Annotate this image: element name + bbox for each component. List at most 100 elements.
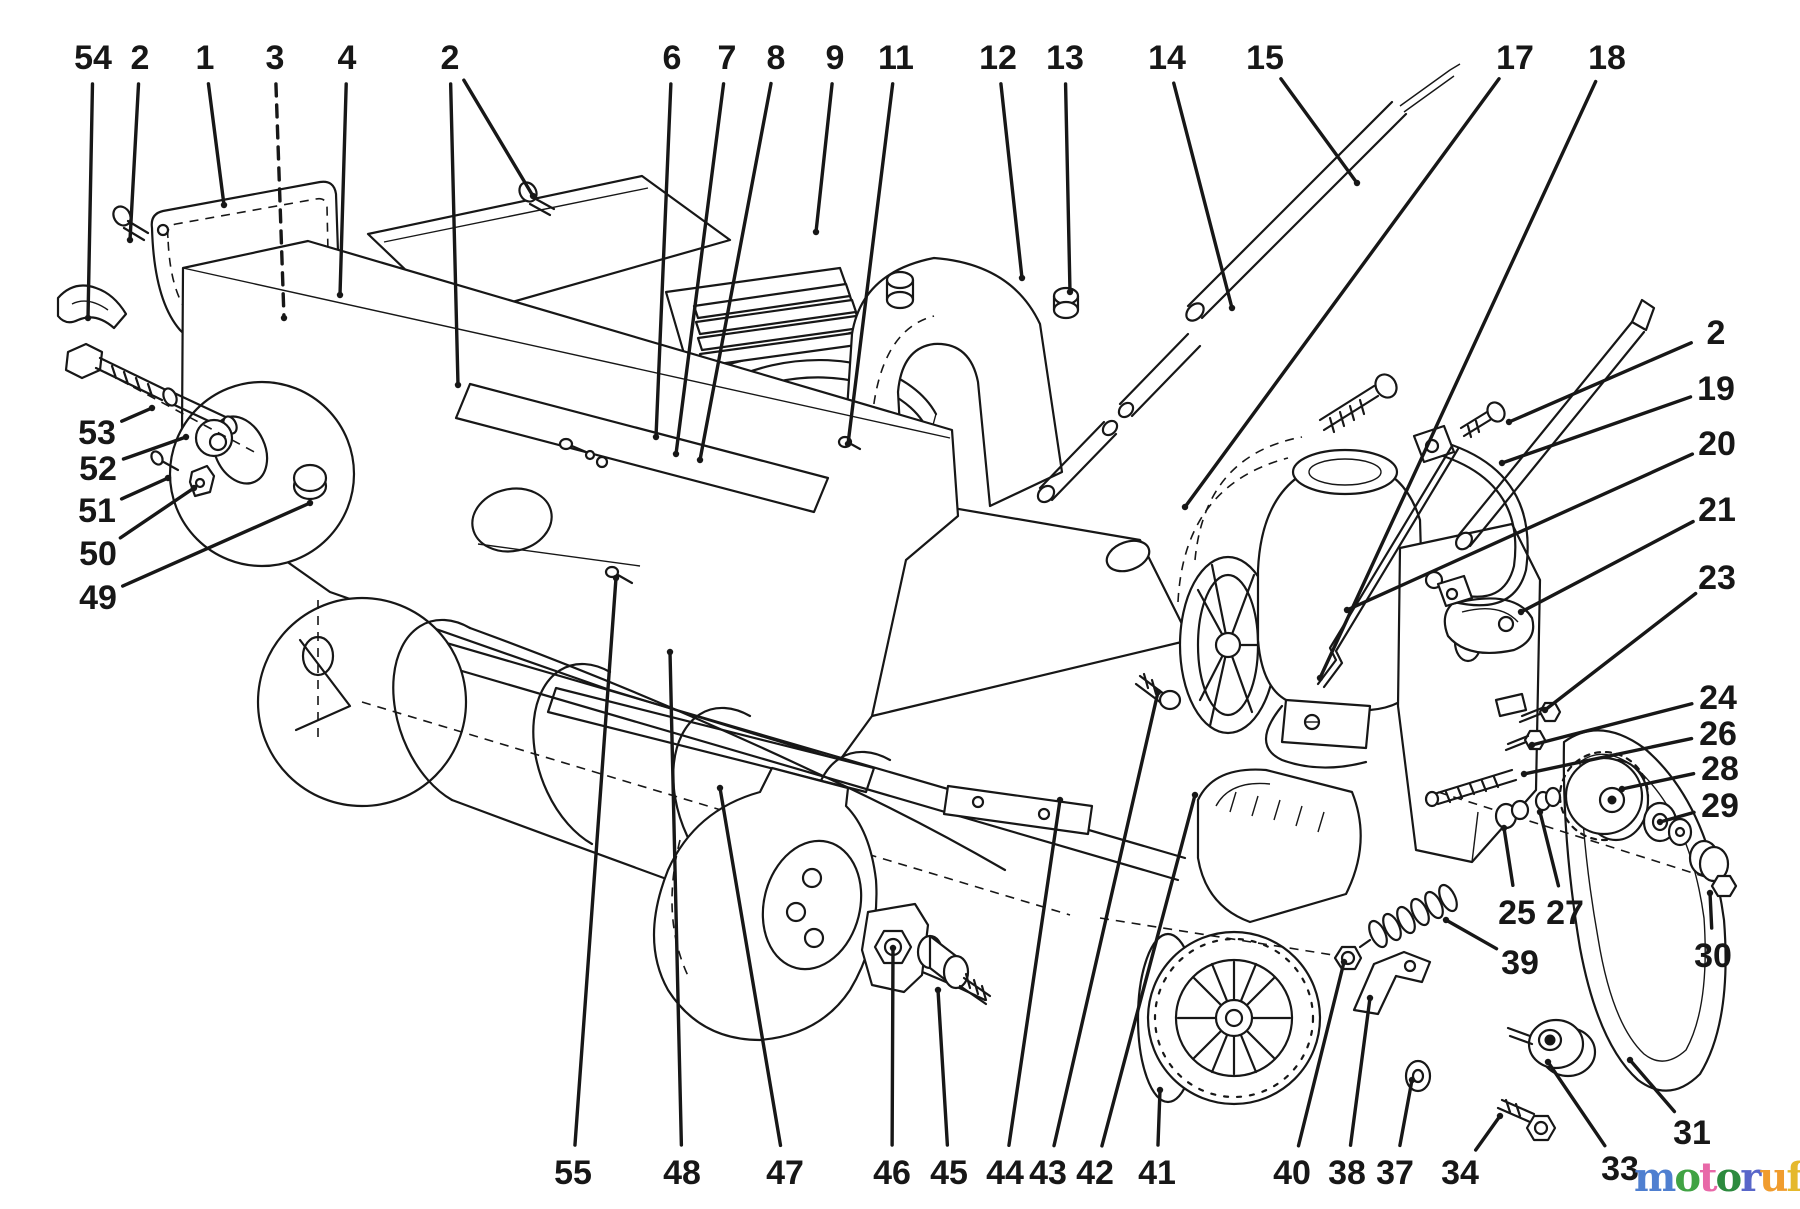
shoulder-bolt-45-drawing bbox=[916, 934, 992, 1006]
leader-line-2 bbox=[1507, 341, 1693, 424]
leader-dot-27 bbox=[1536, 808, 1544, 816]
callout-label-13: 13 bbox=[1046, 39, 1084, 77]
callout-label-6: 6 bbox=[663, 39, 682, 77]
leader-dot-40 bbox=[1340, 958, 1348, 966]
leader-dot-3 bbox=[280, 314, 288, 322]
leader-line-53 bbox=[120, 406, 154, 423]
leader-line-55 bbox=[573, 576, 618, 1147]
callout-label-43: 43 bbox=[1029, 1154, 1067, 1192]
leader-line-46 bbox=[890, 946, 895, 1147]
leader-line-29 bbox=[1658, 810, 1696, 824]
leader-dot-55 bbox=[612, 574, 620, 582]
leader-line-7 bbox=[674, 82, 726, 456]
leader-line-48 bbox=[668, 650, 684, 1147]
leader-line-12 bbox=[999, 82, 1024, 280]
leader-line-43 bbox=[1052, 690, 1160, 1148]
watermark-letter: t bbox=[1699, 1154, 1718, 1201]
callout-label-11: 11 bbox=[878, 39, 914, 77]
leader-line-38 bbox=[1348, 996, 1372, 1147]
callout-label-25: 25 bbox=[1498, 894, 1536, 932]
drive-belt-31-drawing bbox=[1562, 729, 1727, 1092]
callout-label-2: 2 bbox=[441, 39, 460, 77]
callout-label-46: 46 bbox=[873, 1154, 911, 1192]
pulley-33-drawing bbox=[1506, 1018, 1597, 1078]
cap-screw-17-drawing bbox=[1318, 373, 1398, 434]
leader-line-34 bbox=[1473, 1114, 1502, 1152]
leader-line-49 bbox=[120, 501, 312, 588]
callout-label-42: 42 bbox=[1076, 1154, 1114, 1192]
callout-label-18: 18 bbox=[1588, 39, 1626, 77]
leader-line-2 bbox=[448, 82, 460, 387]
callout-label-31: 31 bbox=[1673, 1114, 1711, 1152]
leader-dot-45 bbox=[934, 986, 942, 994]
callout-label-44: 44 bbox=[986, 1154, 1024, 1192]
leader-line-52 bbox=[121, 435, 188, 461]
leader-dot-2 bbox=[1505, 418, 1513, 426]
leader-line-33 bbox=[1546, 1060, 1607, 1148]
bolt-34-drawing bbox=[1496, 1098, 1557, 1142]
leader-dot-29 bbox=[1656, 818, 1664, 826]
leader-dot-1 bbox=[220, 201, 228, 209]
leader-dot-13 bbox=[1066, 288, 1074, 296]
leader-line-18 bbox=[1318, 79, 1598, 680]
leader-line-54 bbox=[86, 82, 95, 320]
leader-dot-26 bbox=[1520, 770, 1528, 778]
wheel-41-drawing bbox=[1099, 917, 1353, 1106]
leader-dot-39 bbox=[1442, 916, 1450, 924]
callout-label-53: 53 bbox=[78, 414, 116, 452]
leader-dot-2 bbox=[126, 236, 134, 244]
leader-dot-51 bbox=[164, 474, 172, 482]
leader-line-23 bbox=[1543, 591, 1698, 712]
handle-grip-tube-drawing bbox=[1455, 298, 1656, 551]
louvered-vent-panel-drawing bbox=[664, 266, 866, 376]
callout-label-26: 26 bbox=[1699, 715, 1737, 753]
motoruf-watermark: motoruf.de bbox=[1634, 1158, 1800, 1204]
callout-label-51: 51 bbox=[78, 492, 116, 530]
leader-line-20 bbox=[1345, 452, 1695, 612]
callout-label-8: 8 bbox=[767, 39, 786, 77]
leader-line-14 bbox=[1172, 81, 1234, 310]
leader-line-45 bbox=[936, 988, 950, 1147]
leader-line-42 bbox=[1100, 793, 1197, 1148]
callout-label-29: 29 bbox=[1701, 787, 1739, 825]
carriage-bolt-2-top-left-drawing bbox=[112, 205, 150, 242]
leader-line-25 bbox=[1502, 826, 1515, 888]
leader-dot-7 bbox=[672, 450, 680, 458]
leader-dot-43 bbox=[1154, 688, 1162, 696]
leader-dot-42 bbox=[1191, 791, 1199, 799]
callout-label-19: 19 bbox=[1697, 370, 1735, 408]
leader-line-6 bbox=[654, 82, 673, 439]
callout-label-9: 9 bbox=[826, 39, 845, 77]
leader-dot-37 bbox=[1408, 1076, 1416, 1084]
callout-label-14: 14 bbox=[1148, 39, 1186, 77]
callout-label-47: 47 bbox=[766, 1154, 804, 1192]
callout-label-24: 24 bbox=[1699, 679, 1737, 717]
leader-line-11 bbox=[846, 82, 895, 446]
leader-dot-28 bbox=[1618, 785, 1626, 793]
leader-dot-49 bbox=[306, 499, 314, 507]
screw-2-right-drawing bbox=[1459, 401, 1506, 439]
callout-label-3: 3 bbox=[266, 39, 285, 77]
leader-line-2 bbox=[128, 82, 141, 242]
control-rod-18-drawing bbox=[1316, 444, 1460, 689]
leader-dot-34 bbox=[1496, 1112, 1504, 1120]
callout-label-28: 28 bbox=[1701, 750, 1739, 788]
bolt-43-drawing bbox=[1134, 672, 1182, 711]
leader-line-17 bbox=[1183, 77, 1501, 509]
impeller-fan-drawing bbox=[1177, 436, 1303, 735]
leader-line-8 bbox=[698, 81, 773, 462]
leader-line-37 bbox=[1398, 1078, 1414, 1148]
leader-line-39 bbox=[1444, 918, 1499, 951]
leader-dot-31 bbox=[1626, 1056, 1634, 1064]
leader-dot-33 bbox=[1544, 1058, 1552, 1066]
callout-label-17: 17 bbox=[1496, 39, 1534, 77]
leader-dot-47 bbox=[716, 784, 724, 792]
watermark-letter: o bbox=[1674, 1154, 1701, 1201]
leader-dot-2 bbox=[529, 192, 537, 200]
watermark-letter: u bbox=[1759, 1154, 1788, 1201]
leader-dot-50 bbox=[190, 484, 198, 492]
callout-label-23: 23 bbox=[1698, 559, 1736, 597]
handle-tube-14-drawing bbox=[1036, 332, 1202, 504]
hardware-53-49-drawing bbox=[64, 342, 328, 501]
